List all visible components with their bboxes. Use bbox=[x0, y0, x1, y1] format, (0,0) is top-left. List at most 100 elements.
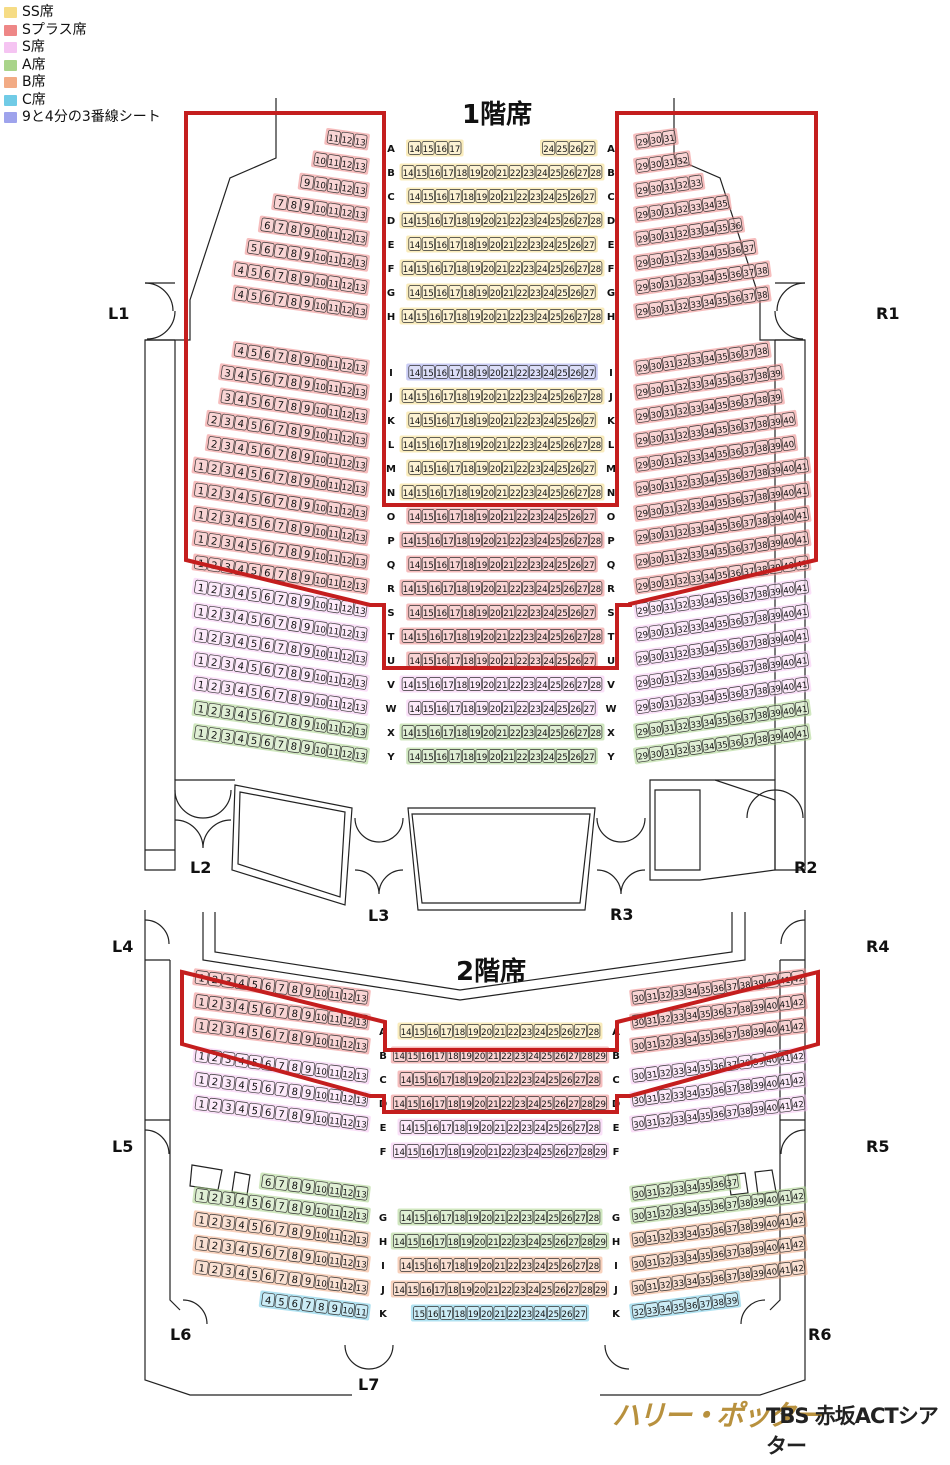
seat[interactable] bbox=[502, 461, 516, 475]
seat[interactable] bbox=[421, 557, 435, 571]
seat[interactable] bbox=[326, 129, 341, 145]
seat[interactable] bbox=[247, 393, 262, 409]
seat[interactable] bbox=[455, 725, 469, 739]
seat[interactable] bbox=[448, 413, 462, 427]
seat[interactable] bbox=[535, 629, 549, 643]
seat[interactable] bbox=[313, 548, 328, 563]
seat[interactable] bbox=[482, 629, 496, 643]
seat[interactable] bbox=[529, 189, 542, 203]
seat[interactable] bbox=[575, 485, 589, 499]
seat[interactable] bbox=[562, 165, 576, 179]
seat[interactable] bbox=[502, 509, 516, 523]
seat[interactable] bbox=[401, 485, 415, 499]
seat[interactable] bbox=[326, 452, 341, 468]
seat[interactable] bbox=[340, 131, 355, 147]
seat[interactable] bbox=[529, 557, 542, 571]
seat[interactable] bbox=[535, 437, 549, 451]
seat[interactable] bbox=[313, 354, 328, 369]
seat[interactable] bbox=[462, 365, 475, 379]
seat[interactable] bbox=[562, 213, 576, 227]
seat[interactable] bbox=[408, 701, 422, 715]
seat[interactable] bbox=[495, 213, 509, 227]
seat[interactable] bbox=[488, 461, 502, 475]
seat[interactable] bbox=[340, 180, 355, 196]
seat[interactable] bbox=[468, 437, 482, 451]
seat[interactable] bbox=[589, 437, 603, 451]
seat[interactable] bbox=[353, 432, 368, 448]
seat[interactable] bbox=[495, 485, 509, 499]
seat[interactable] bbox=[300, 376, 315, 392]
seat[interactable] bbox=[326, 501, 341, 517]
seat[interactable] bbox=[415, 213, 429, 227]
seat[interactable] bbox=[273, 243, 288, 259]
seat[interactable] bbox=[482, 581, 496, 595]
seat[interactable] bbox=[495, 629, 509, 643]
seat[interactable] bbox=[589, 629, 603, 643]
seat[interactable] bbox=[247, 441, 262, 457]
seat[interactable] bbox=[326, 202, 341, 218]
seat[interactable] bbox=[353, 133, 368, 149]
seat[interactable] bbox=[260, 217, 275, 233]
seat[interactable] bbox=[421, 461, 435, 475]
seat[interactable] bbox=[535, 533, 549, 547]
seat[interactable] bbox=[233, 512, 248, 528]
seat[interactable] bbox=[448, 237, 462, 251]
seat[interactable] bbox=[495, 389, 509, 403]
seat[interactable] bbox=[220, 389, 235, 405]
seat[interactable] bbox=[401, 165, 415, 179]
seat[interactable] bbox=[300, 400, 315, 416]
seat[interactable] bbox=[313, 499, 328, 515]
seat[interactable] bbox=[313, 249, 328, 265]
seat[interactable] bbox=[300, 295, 315, 311]
seat[interactable] bbox=[535, 485, 549, 499]
seat[interactable] bbox=[435, 557, 449, 571]
seat[interactable] bbox=[589, 389, 603, 403]
seat[interactable] bbox=[220, 365, 235, 381]
seat[interactable] bbox=[220, 462, 235, 478]
seat[interactable] bbox=[529, 509, 542, 523]
seat[interactable] bbox=[555, 189, 569, 203]
seat[interactable] bbox=[353, 182, 368, 197]
seat[interactable] bbox=[582, 461, 596, 475]
seat[interactable] bbox=[233, 367, 248, 382]
seat[interactable] bbox=[313, 273, 328, 289]
seat[interactable] bbox=[286, 197, 302, 212]
seat[interactable] bbox=[549, 261, 563, 275]
seat[interactable] bbox=[542, 557, 556, 571]
seat[interactable] bbox=[340, 156, 355, 171]
seat[interactable] bbox=[313, 378, 328, 394]
seat[interactable] bbox=[273, 469, 288, 485]
seat[interactable] bbox=[549, 309, 563, 323]
seat[interactable] bbox=[529, 365, 542, 379]
seat[interactable] bbox=[569, 285, 583, 299]
seat[interactable] bbox=[233, 536, 248, 552]
seat[interactable] bbox=[475, 605, 489, 619]
seat[interactable] bbox=[326, 477, 341, 492]
seat[interactable] bbox=[247, 490, 262, 506]
seat[interactable] bbox=[515, 189, 529, 203]
seat[interactable] bbox=[353, 303, 368, 319]
seat[interactable] bbox=[286, 245, 302, 261]
seat[interactable] bbox=[233, 464, 248, 479]
seat[interactable] bbox=[340, 406, 355, 422]
seat[interactable] bbox=[562, 389, 576, 403]
seat[interactable] bbox=[421, 509, 435, 523]
seat[interactable] bbox=[448, 285, 462, 299]
seat[interactable] bbox=[475, 285, 489, 299]
seat[interactable] bbox=[482, 261, 496, 275]
seat[interactable] bbox=[428, 437, 442, 451]
seat[interactable] bbox=[522, 485, 536, 499]
seat[interactable] bbox=[273, 372, 288, 388]
seat[interactable] bbox=[441, 437, 455, 451]
seat[interactable] bbox=[502, 749, 516, 763]
seat[interactable] bbox=[233, 262, 248, 278]
seat[interactable] bbox=[502, 285, 516, 299]
seat[interactable] bbox=[415, 485, 429, 499]
seat[interactable] bbox=[495, 677, 509, 691]
seat[interactable] bbox=[549, 581, 563, 595]
seat[interactable] bbox=[475, 365, 489, 379]
seat[interactable] bbox=[313, 475, 328, 491]
seat[interactable] bbox=[549, 165, 563, 179]
seat[interactable] bbox=[555, 141, 569, 155]
seat[interactable] bbox=[502, 237, 516, 251]
